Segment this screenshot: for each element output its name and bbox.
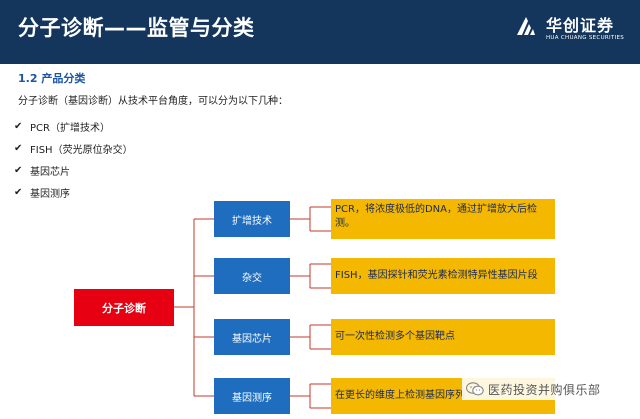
root-node-molecular-diagnostics: 分子诊断	[74, 289, 174, 326]
list-item-label: 基因测序	[30, 188, 70, 200]
list-item: ✔ 基因芯片	[14, 159, 133, 181]
checkmark-icon: ✔	[14, 164, 23, 176]
checkmark-icon: ✔	[14, 142, 23, 154]
desc-box-hybridization: FISH，基因探针和荧光素检测特异性基因片段	[331, 258, 555, 294]
category-list: ✔ PCR（扩增技术） ✔ FISH（荧光原位杂交） ✔ 基因芯片 ✔ 基因测序	[14, 115, 133, 203]
branch-node-hybridization: 杂交	[214, 258, 290, 294]
list-item-label: FISH（荧光原位杂交）	[30, 144, 133, 156]
section-title: 1.2 产品分类	[18, 72, 86, 85]
branch-node-gene-chip: 基因芯片	[214, 319, 290, 355]
header-bar: 分子诊断——监管与分类 华创证券 HUA CHUANG SECURITIES	[0, 0, 640, 64]
list-item: ✔ PCR（扩增技术）	[14, 115, 133, 137]
intro-text: 分子诊断（基因诊断）从技术平台角度，可以分为以下几种：	[18, 96, 288, 107]
logo-text-en: HUA CHUANG SECURITIES	[546, 35, 625, 41]
list-item-label: 基因芯片	[30, 166, 70, 178]
branch-node-amplification: 扩增技术	[214, 201, 290, 237]
branch-node-gene-sequencing: 基因测序	[214, 378, 290, 414]
logo-mark-icon	[517, 17, 535, 35]
desc-box-gene-chip: 可一次性检测多个基因靶点	[331, 319, 555, 355]
wechat-icon	[466, 382, 484, 396]
list-item: ✔ 基因测序	[14, 181, 133, 203]
logo-text-cn: 华创证券	[546, 16, 615, 35]
company-logo: 华创证券 HUA CHUANG SECURITIES	[512, 10, 630, 52]
checkmark-icon: ✔	[14, 186, 23, 198]
checkmark-icon: ✔	[14, 120, 23, 132]
desc-box-amplification: PCR，将浓度极低的DNA，通过扩增放大后检测。	[331, 199, 555, 239]
list-item-label: PCR（扩增技术）	[30, 122, 110, 134]
page-title: 分子诊断——监管与分类	[18, 16, 255, 40]
watermark-text: 医药投资并购俱乐部	[488, 382, 601, 397]
list-item: ✔ FISH（荧光原位杂交）	[14, 137, 133, 159]
watermark: 医药投资并购俱乐部	[462, 378, 605, 400]
